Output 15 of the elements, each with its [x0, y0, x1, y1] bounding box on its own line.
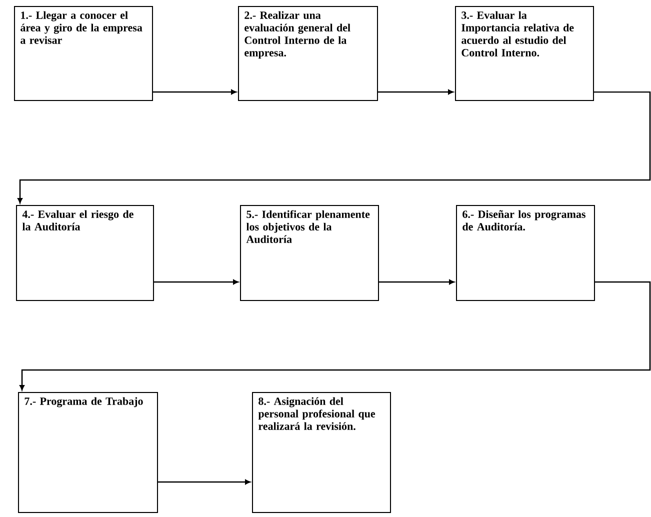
- step-box: 6.- Diseñar los programas de Auditoría.: [456, 205, 595, 301]
- step-box: 4.- Evaluar el riesgo de la Auditoría: [16, 205, 154, 301]
- step-box: 1.- Llegar a conocer el área y giro de la empresa a revisar: [14, 6, 153, 101]
- arrow: [379, 280, 454, 284]
- arrow: [20, 281, 651, 390]
- arrow: [158, 480, 250, 484]
- step-box: 8.- Asignación del personal profesional que realizará la revisión.: [252, 392, 391, 513]
- step-box: 3.- Evaluar la Importancia relativa de acuerdo al estudio del Control Interno.: [455, 6, 594, 101]
- step-box: 2.- Realizar una evaluación general del Control Interno de la empresa.: [238, 6, 378, 101]
- step-box: 5.- Identificar plenamente los objetivos de la Auditoría: [240, 205, 379, 301]
- arrow: [153, 90, 236, 94]
- arrow: [378, 90, 454, 94]
- arrow: [18, 91, 651, 204]
- step-box: 7.- Programa de Trabajo: [18, 392, 158, 513]
- arrow: [154, 280, 238, 284]
